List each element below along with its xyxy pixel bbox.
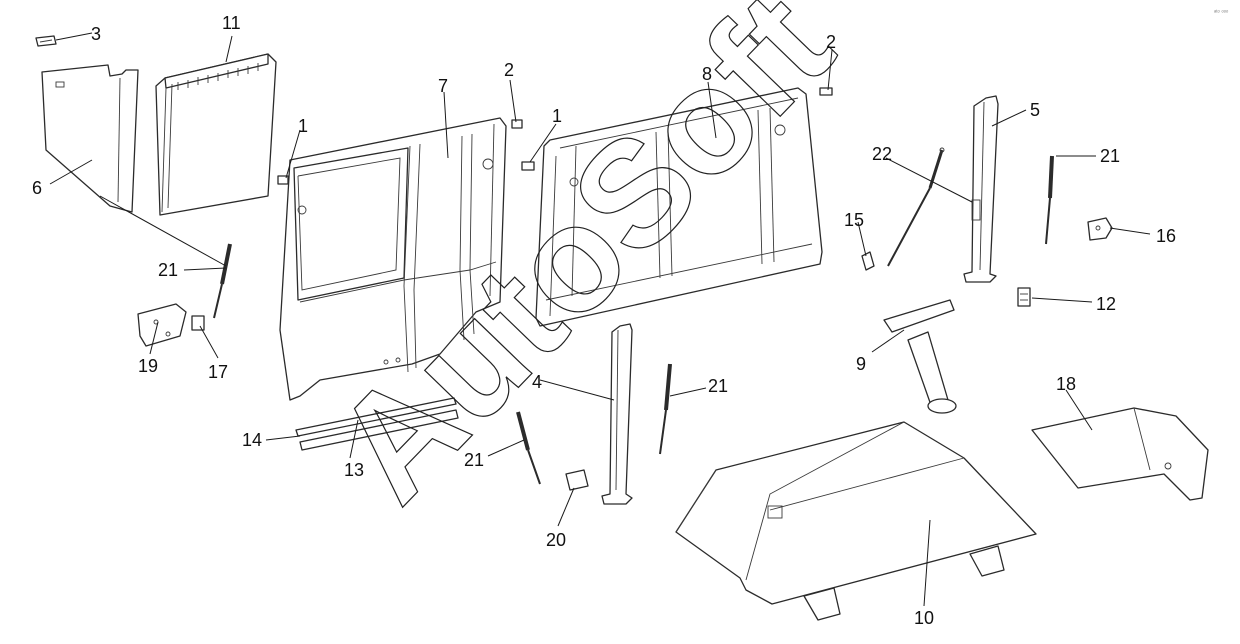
callouts: 3 11 6 1 7 2 1 8 2 5 22 21 16 15 12 21 1…: [32, 13, 1176, 628]
part-8-rear-panel: [535, 87, 823, 327]
part-18-floor-panel: [1031, 407, 1209, 501]
callout-18: 18: [1056, 374, 1076, 394]
part-15-bracket: [861, 251, 875, 271]
callout-12: 12: [1096, 294, 1116, 314]
callout-22: 22: [872, 144, 892, 164]
callout-3: 3: [91, 24, 101, 44]
callout-8: 8: [702, 64, 712, 84]
part-17-plate: [191, 315, 205, 331]
callout-21-lower: 21: [464, 450, 484, 470]
part-1-hinge-left: [277, 175, 289, 185]
part-2-hinge-right: [819, 87, 833, 96]
callout-10: 10: [914, 608, 934, 628]
callout-9: 9: [856, 354, 866, 374]
part-6-side-panel: [41, 64, 139, 213]
callout-7: 7: [438, 76, 448, 96]
part-5-post: [963, 95, 999, 283]
leader-lines: [49, 32, 1151, 607]
part-21-strut-left: [213, 243, 232, 319]
part-16-bracket: [1087, 217, 1113, 241]
callout-21-center: 21: [708, 376, 728, 396]
part-22-gas-strut: [887, 147, 945, 267]
callout-4: 4: [532, 372, 542, 392]
part-21-strut-center: [659, 363, 672, 455]
corner-mark: ᵃᵗᵒ ᵒᵒᵒ: [1214, 9, 1229, 16]
part-19-plate: [137, 303, 187, 347]
callout-16: 16: [1156, 226, 1176, 246]
part-10-seat-box: [675, 421, 1037, 621]
part-4-post: [601, 323, 633, 505]
callout-2-left: 2: [504, 60, 514, 80]
callout-14: 14: [242, 430, 262, 450]
callout-5: 5: [1030, 100, 1040, 120]
part-11-filter-panel: [155, 53, 277, 216]
part-9-pedestal: [883, 299, 957, 414]
part-21-strut-lower: [516, 411, 541, 485]
part-1-hinge-right: [521, 161, 535, 171]
callout-2-right: 2: [826, 32, 836, 52]
part-12-latch: [1017, 287, 1031, 307]
part-21-strut-right: [1045, 155, 1054, 245]
callout-1-right: 1: [552, 106, 562, 126]
part-14-sill-rail: [295, 397, 457, 437]
callout-11: 11: [222, 13, 241, 33]
callout-1-left: 1: [298, 116, 308, 136]
callout-17: 17: [208, 362, 228, 382]
callout-13: 13: [344, 460, 364, 480]
callout-20: 20: [546, 530, 566, 550]
part-2-hinge-left: [511, 119, 523, 129]
part-7-left-door: [279, 117, 507, 401]
callout-21-right: 21: [1100, 146, 1120, 166]
part-3-bracket: [35, 35, 57, 47]
part-13-sill-rail: [299, 409, 459, 451]
callout-15: 15: [844, 210, 864, 230]
callout-6: 6: [32, 178, 42, 198]
callout-21-left: 21: [158, 260, 178, 280]
part-20-latch: [565, 469, 589, 491]
callout-19: 19: [138, 356, 158, 376]
